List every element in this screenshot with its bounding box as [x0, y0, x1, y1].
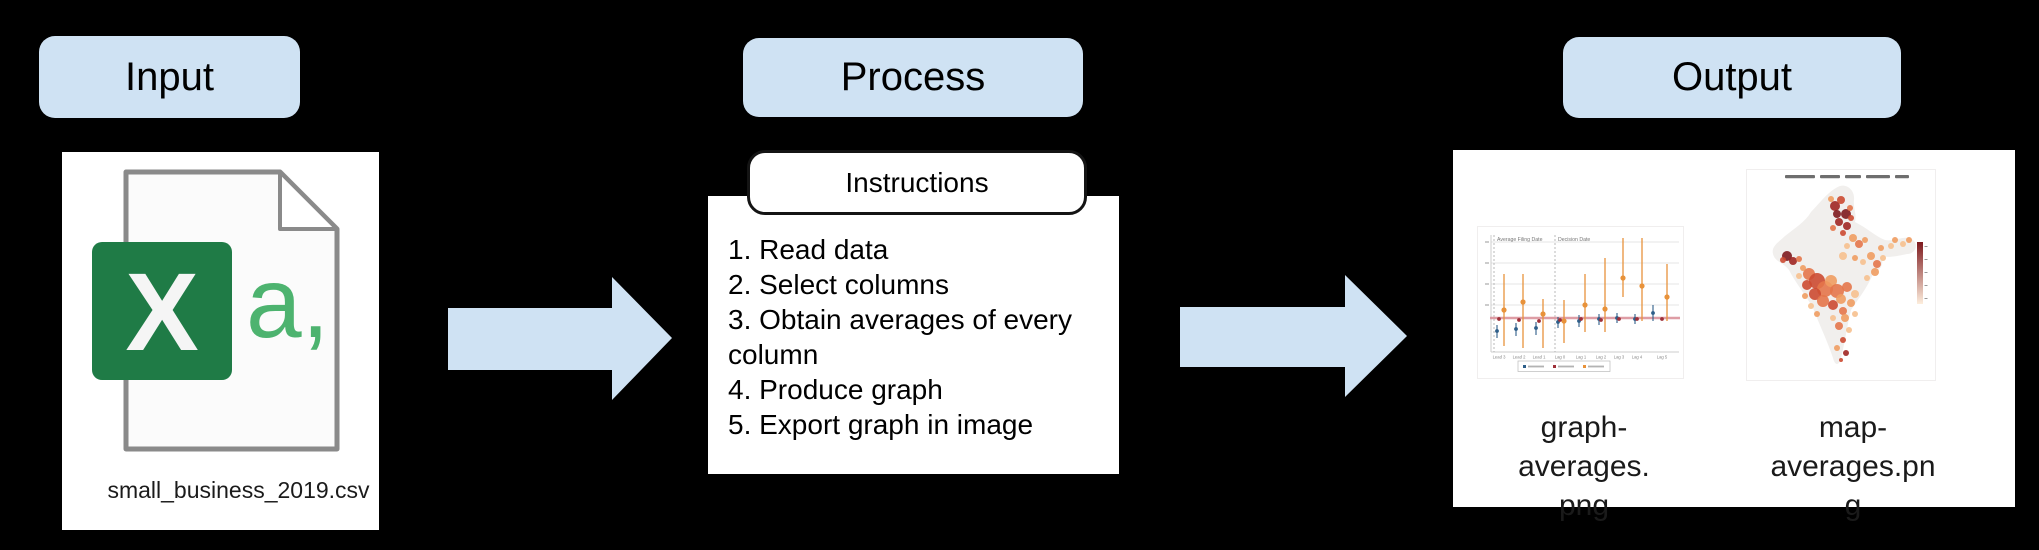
instruction-step-1: 1. Read data: [728, 234, 889, 265]
document-fold-corner: [278, 170, 339, 231]
input-panel: X a, small_business_2019.csv: [62, 152, 379, 530]
process-panel: 1. Read data 2. Select columns 3. Obtain…: [708, 196, 1119, 474]
stage-label-process: Process: [743, 38, 1083, 117]
excel-badge: [92, 242, 232, 380]
stage-label-input: Input: [39, 36, 300, 118]
stage-label-output: Output: [1563, 37, 1901, 118]
map-file-caption: map-averages.pn g: [1748, 408, 1958, 525]
instruction-step-4: 4. Produce graph: [728, 374, 943, 405]
svg-text:Lag 1: Lag 1: [1576, 355, 1587, 360]
input-file-caption: small_business_2019.csv: [107, 477, 370, 503]
svg-text:Decision Date: Decision Date: [1558, 237, 1590, 243]
csv-a-glyph: a,: [246, 247, 329, 359]
svg-text:Lag 3: Lag 3: [1614, 355, 1625, 360]
map-thumbnail: [1747, 170, 1935, 380]
graph-file-caption-line1: graph-averages.: [1518, 411, 1650, 483]
map-file-caption-line2: g: [1844, 489, 1862, 522]
svg-text:Lead 3: Lead 3: [1493, 355, 1506, 360]
svg-text:Average Filing Date: Average Filing Date: [1497, 237, 1543, 243]
instruction-steps: 1. Read data 2. Select columns 3. Obtain…: [728, 232, 1106, 442]
arrow-right-icon: [1180, 275, 1407, 397]
csv-file-icon: X a,: [92, 169, 340, 452]
instructions-tab: Instructions: [747, 150, 1087, 215]
instruction-step-2: 2. Select columns: [728, 269, 949, 300]
svg-text:Lead 1: Lead 1: [1533, 355, 1546, 360]
svg-text:Lag 2: Lag 2: [1596, 355, 1607, 360]
instructions-tab-label: Instructions: [845, 166, 989, 198]
instruction-step-5: 5. Export graph in image: [728, 409, 1034, 440]
svg-text:Lead 2: Lead 2: [1513, 355, 1526, 360]
svg-text:Lag 0: Lag 0: [1555, 355, 1566, 360]
arrow-right-icon: [448, 277, 672, 400]
excel-x-letter: X: [125, 251, 198, 374]
map-file-caption-line1: map-averages.pn: [1770, 411, 1936, 483]
stage-label-input-text: Input: [125, 54, 214, 99]
svg-text:Lag 4: Lag 4: [1632, 355, 1643, 360]
instruction-step-3: 3. Obtain averages of every column: [728, 304, 1072, 370]
stage-label-process-text: Process: [840, 55, 986, 99]
stage-label-output-text: Output: [1671, 55, 1793, 99]
graph-file-caption-line2: png: [1558, 489, 1610, 522]
svg-text:Lag 5: Lag 5: [1657, 355, 1668, 360]
graph-file-caption: graph-averages. png: [1479, 408, 1689, 525]
